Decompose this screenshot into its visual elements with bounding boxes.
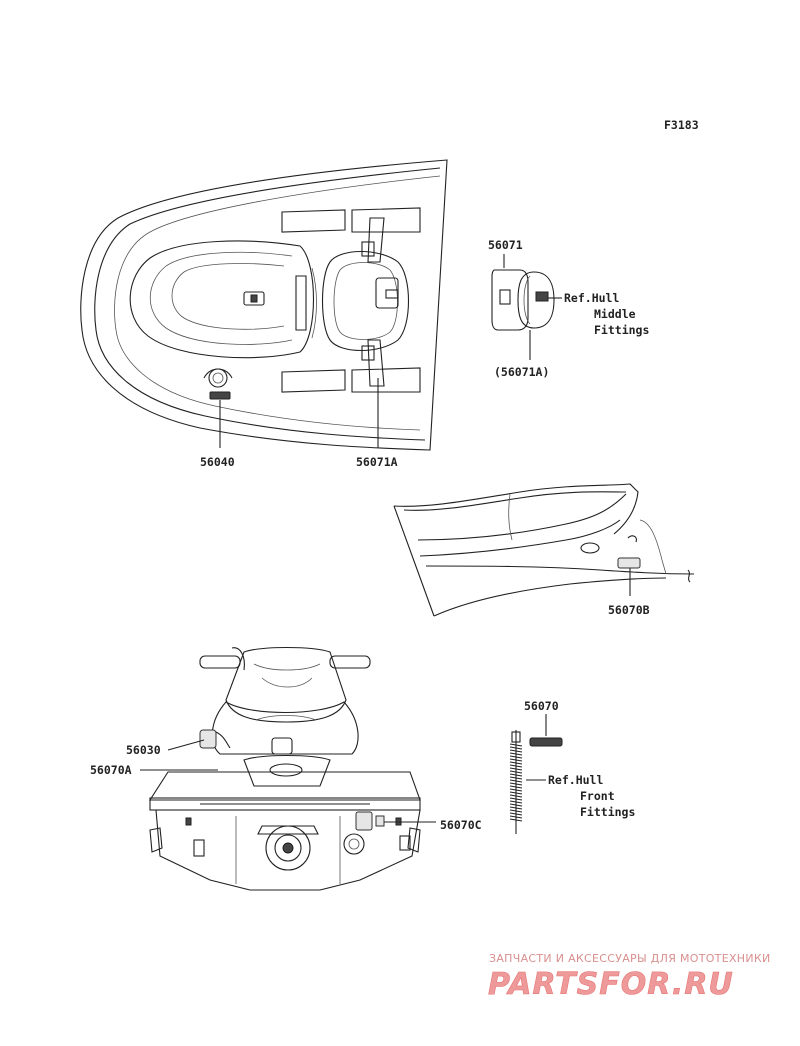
label-56040: 56040 [200, 455, 235, 469]
figure-code: F3183 [664, 118, 699, 132]
ref-middle-line1: Ref.Hull [564, 291, 619, 305]
part-56071-detail: 56071 (56071A) Ref.Hull Middle Fittings [488, 238, 649, 379]
ref-front-line1: Ref.Hull [548, 773, 603, 787]
label-56071a: 56071A [356, 455, 398, 469]
watermark-tagline: ЗАПЧАСТИ И АКСЕССУАРЫ ДЛЯ МОТОТЕХНИКИ [489, 952, 771, 965]
spring-coil [509, 743, 523, 822]
label-56070b: 56070B [608, 603, 650, 617]
label-56030: 56030 [126, 743, 161, 757]
label-56070a: 56070A [90, 763, 132, 777]
hull-side-view [393, 483, 695, 617]
ref-front-line2: Front [580, 789, 615, 803]
label-56071a-paren: (56071A) [494, 365, 549, 379]
ref-front-line3: Fittings [580, 805, 635, 819]
label-56070: 56070 [524, 699, 559, 713]
label-56070c: 56070C [440, 818, 482, 832]
label-56071: 56071 [488, 238, 523, 252]
hull-top-view [80, 159, 448, 451]
part-56070-detail: 56070 Ref.Hull Front Fittings [509, 699, 635, 834]
ref-middle-line3: Fittings [594, 323, 649, 337]
ref-middle-line2: Middle [594, 307, 636, 321]
watermark-brand: PARTSFOR.RU [488, 967, 734, 1002]
hull-rear-view [140, 646, 436, 891]
watermark: ЗАПЧАСТИ И АКСЕССУАРЫ ДЛЯ МОТОТЕХНИКИ PA… [488, 952, 771, 1002]
